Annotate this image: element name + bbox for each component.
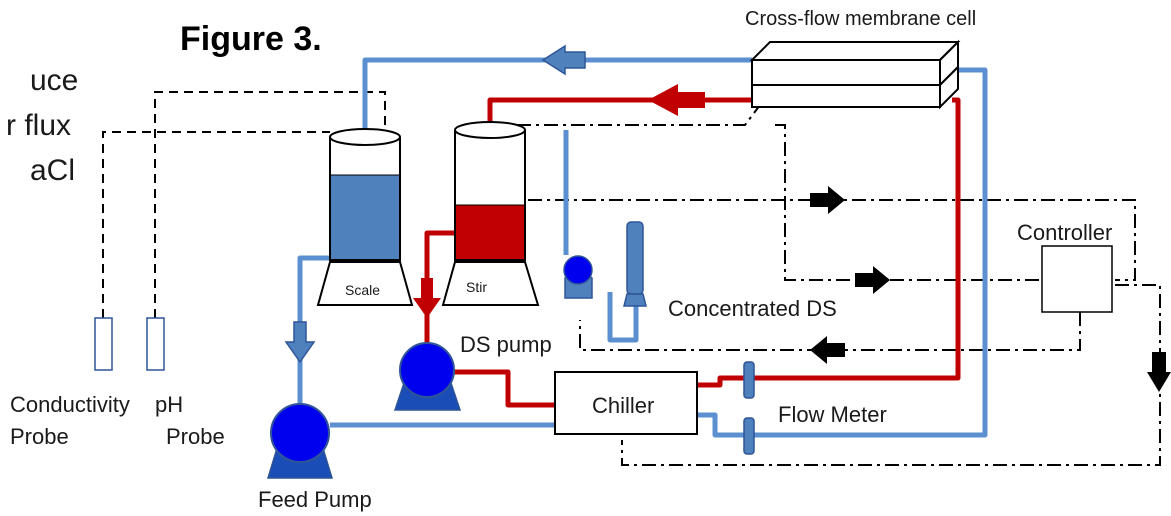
ph-probe-label-line1: pH <box>155 392 183 417</box>
controller-label: Controller <box>1017 220 1112 245</box>
ds-pump-label: DS pump <box>460 332 552 357</box>
feed-lines <box>297 57 988 440</box>
probes <box>94 317 165 371</box>
conductivity-probe-label-line2: Probe <box>10 424 69 449</box>
signal-arrows <box>810 186 1171 392</box>
signal-to-controller-lower <box>775 124 1040 281</box>
probe-signal-lines <box>102 91 386 318</box>
flow-meters <box>743 361 755 455</box>
scale <box>316 261 414 306</box>
feed-pump <box>266 403 334 479</box>
ds-arrow-down <box>413 278 441 318</box>
conductivity-probe-signal-line <box>102 131 330 318</box>
concentrated-ds-feed <box>607 292 639 343</box>
ds-outlet-right <box>750 97 961 381</box>
ds-pump-to-chiller <box>452 369 555 408</box>
controller-to-ds-line <box>579 312 1081 351</box>
ds-flow-meter <box>743 361 755 399</box>
chiller-to-ds-flowmeter <box>697 375 745 388</box>
ds-pump <box>393 342 462 411</box>
stir-label: Stir <box>466 279 487 295</box>
flow-meter-label: Flow Meter <box>778 402 887 427</box>
signal-arrow-right-2 <box>855 266 890 294</box>
figure-title: Figure 3. <box>180 20 322 58</box>
chiller-box <box>554 371 698 435</box>
signal-arrow-right-1 <box>810 186 845 214</box>
feed-return-line <box>362 57 752 130</box>
concentrated-ds-label: Concentrated DS <box>668 296 837 321</box>
clipped-text-line-3: aCl <box>30 154 75 187</box>
chiller-label: Chiller <box>592 393 654 418</box>
feed-arrows <box>284 44 586 364</box>
conductivity-probe-label-line1: Conductivity <box>10 392 130 417</box>
feed-pump-label: Feed Pump <box>258 487 372 512</box>
ds-tank-level-signal <box>490 104 761 126</box>
feed-tank-to-pump <box>297 255 330 440</box>
controller-to-chiller <box>621 284 1161 466</box>
controller-box <box>1041 245 1113 313</box>
feed-outlet-right <box>752 67 988 438</box>
feed-arrow-down <box>284 321 316 364</box>
ds-arrows <box>413 84 705 318</box>
ph-probe <box>146 317 165 371</box>
ds-arrow-left <box>648 84 705 116</box>
membrane-cell <box>749 39 961 110</box>
chiller-to-flowmeter <box>697 412 745 438</box>
feed-flow-meter <box>743 417 755 455</box>
signal-arrow-left <box>810 336 845 364</box>
signal-arrow-down <box>1147 352 1171 392</box>
clipped-text-line-2: r flux <box>6 109 71 142</box>
concentrated-ds-reservoir <box>623 221 647 307</box>
feed-arrow-left <box>541 44 586 76</box>
stir-plate <box>441 261 540 306</box>
concentrated-ds-pump <box>563 255 593 299</box>
feed-tank <box>329 128 401 261</box>
scale-label: Scale <box>345 282 380 298</box>
ph-probe-label-line2: Probe <box>166 424 225 449</box>
ph-probe-signal-line <box>154 91 386 318</box>
clipped-text-line-1: uce <box>30 64 78 97</box>
conductivity-probe <box>94 317 113 371</box>
ds-tank <box>454 121 526 261</box>
clipped-slide-text: uce r flux aCl <box>6 64 78 187</box>
membrane-cell-label: Cross-flow membrane cell <box>745 8 976 30</box>
